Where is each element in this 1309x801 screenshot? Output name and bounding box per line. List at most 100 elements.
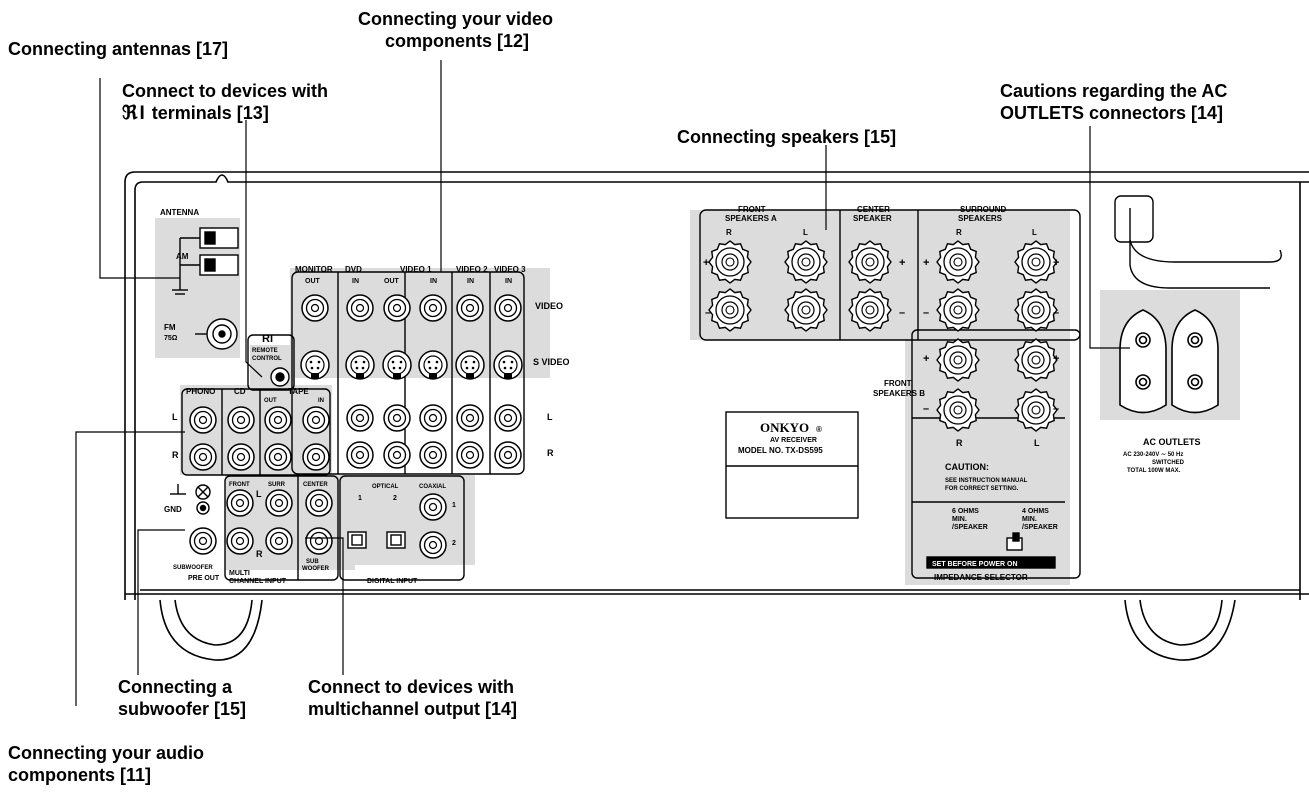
video-jack — [456, 294, 484, 322]
plus-sign-2: + — [899, 257, 905, 269]
audio-l-label: L — [172, 412, 178, 422]
phono-label: PHONO — [186, 387, 215, 396]
gnd-label: GND — [164, 505, 182, 514]
surround-label: SURROUND — [960, 205, 1006, 214]
audio-r-jack — [264, 443, 292, 471]
video-jack — [346, 294, 374, 322]
total-label: TOTAL 100W MAX. — [1127, 468, 1181, 474]
monitor-label: MONITOR — [295, 265, 333, 274]
brand-label: ONKYO — [760, 420, 809, 435]
woofer-label: WOOFER — [302, 566, 330, 572]
minus-sign-3: – — [923, 307, 929, 319]
front-r-input-jack — [226, 527, 254, 555]
b-l-label: L — [1034, 438, 1040, 448]
front-l-input-jack — [226, 489, 254, 517]
optical-1-label: 1 — [358, 495, 362, 502]
speaker-binding-post — [784, 240, 828, 284]
speaker-binding-post — [936, 388, 980, 432]
callout-audio-line1: Connecting your audio — [8, 743, 204, 763]
antenna-label: ANTENNA — [160, 208, 199, 217]
callout-sub-line1: Connecting a — [118, 677, 233, 697]
coaxial-1-jack — [419, 493, 447, 521]
ohm4-line1: 4 OHMS — [1022, 508, 1049, 515]
coaxial-2-label: 2 — [452, 540, 456, 547]
ohm6-line1: 6 OHMS — [952, 508, 979, 515]
speaker-label: SPEAKER — [853, 214, 892, 223]
front-l-label: L — [803, 228, 808, 237]
callout-ac-line2: OUTLETS connectors [14] — [1000, 103, 1224, 123]
caution-line1: SEE INSTRUCTION MANUAL — [945, 478, 1028, 484]
set-before-label: SET BEFORE POWER ON — [932, 561, 1018, 568]
audio-r-jack — [227, 443, 255, 471]
multi-r-label: R — [256, 549, 263, 559]
s-video-jack — [455, 350, 485, 380]
remote-label: REMOTE — [252, 348, 278, 354]
switched-label: SWITCHED — [1152, 460, 1185, 466]
speaker-binding-post — [708, 288, 752, 332]
leader-lines — [75, 60, 1130, 706]
s-video-jack — [418, 350, 448, 380]
minus-sign-5: – — [923, 403, 929, 415]
tape-label: TAPE — [288, 387, 309, 396]
speaker-binding-post — [1014, 338, 1058, 382]
impedance-selector-label: IMPEDANCE SELECTOR — [934, 573, 1028, 582]
callout-video-line1: Connecting your video — [358, 9, 554, 29]
video-jack — [301, 294, 329, 322]
surround-l-label: L — [1032, 228, 1037, 237]
model-label — [725, 411, 859, 519]
ohm4-line2: MIN. — [1022, 516, 1037, 523]
callout-antennas: Connecting antennas [17] — [8, 39, 229, 59]
video1-out-label: OUT — [384, 278, 400, 285]
dvd-in-label: IN — [352, 278, 359, 285]
video1-in-label: IN — [430, 278, 437, 285]
speaker-binding-post — [936, 240, 980, 284]
ohm6-line3: /SPEAKER — [952, 524, 988, 531]
model-number-label: MODEL NO. TX-DS595 — [738, 446, 823, 455]
audio-r-jack — [419, 441, 447, 469]
speaker-binding-post — [1014, 288, 1058, 332]
dvd-label: DVD — [345, 265, 362, 274]
cd-label: CD — [234, 387, 246, 396]
fm-label: FM — [164, 323, 176, 332]
fm-ohm-label: 75Ω — [164, 335, 178, 342]
l-row-label: L — [547, 412, 553, 422]
audio-l-jack — [494, 404, 522, 432]
s-video-jack — [382, 350, 412, 380]
callout-video-line2: components [12] — [385, 31, 530, 51]
ac-outlets — [1119, 309, 1219, 414]
callout-multi-line2: multichannel output [14] — [308, 699, 517, 719]
optical-label: OPTICAL — [372, 484, 399, 490]
plus-sign-3: + — [923, 257, 929, 269]
video-jack — [383, 294, 411, 322]
coaxial-label: COAXIAL — [419, 484, 446, 490]
pre-out-label: PRE OUT — [188, 575, 220, 582]
panel-labels: ANTENNA AM FM 75Ω RI REMOTE CONTROL MONI… — [160, 205, 1201, 585]
video-jack — [494, 294, 522, 322]
impedance-switch — [926, 532, 1056, 569]
center-input-jack — [305, 489, 333, 517]
s-video-jack — [300, 350, 330, 380]
audio-r-jack — [189, 443, 217, 471]
audio-r-jack — [383, 441, 411, 469]
plus-sign-6: + — [1053, 353, 1059, 365]
caution-label: CAUTION: — [945, 462, 989, 472]
speaker-binding-post — [848, 240, 892, 284]
audio-l-jack — [419, 404, 447, 432]
surround-speakers-label: SPEAKERS — [958, 214, 1003, 223]
audio-r-jack — [494, 441, 522, 469]
subwoofer-input-jack — [305, 527, 333, 555]
audio-l-jack — [302, 406, 330, 434]
svideo-row-label: S VIDEO — [533, 357, 570, 367]
audio-l-jack — [264, 406, 292, 434]
surround-r-label: R — [956, 228, 962, 237]
front-speakers-label: FRONT — [738, 205, 766, 214]
audio-r-jack — [302, 443, 330, 471]
center-speaker-label: CENTER — [857, 205, 890, 214]
video3-label: VIDEO 3 — [494, 265, 526, 274]
ground-terminal — [170, 484, 211, 515]
digital-input-label: DIGITAL INPUT — [367, 578, 418, 585]
plus-sign-4: + — [1053, 257, 1059, 269]
b-r-label: R — [956, 438, 963, 448]
speaker-binding-post — [936, 338, 980, 382]
r-row-label: R — [547, 448, 554, 458]
